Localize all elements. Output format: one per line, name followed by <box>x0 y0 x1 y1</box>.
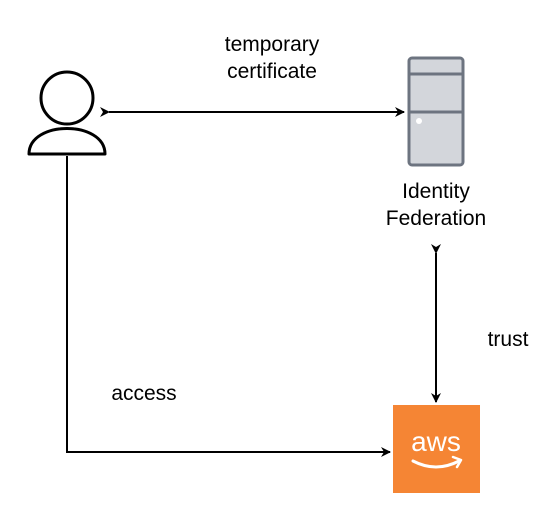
edge-label-access: access <box>111 382 177 405</box>
aws-logo-text: aws <box>411 426 461 457</box>
user-icon-head <box>39 70 95 126</box>
aws-logo-smile-arrow <box>451 455 463 469</box>
edge-label-line: temporary <box>224 33 320 56</box>
aws-logo-smile <box>411 459 461 469</box>
edge-access-arrow <box>66 156 391 457</box>
edge-label-line: certificate <box>227 60 317 83</box>
user-icon <box>27 70 107 156</box>
server-icon-led <box>416 118 422 124</box>
user-icon-body <box>27 127 107 156</box>
edge-label-trust: trust <box>487 328 529 351</box>
node-label-identity-federation: Identity Federation <box>356 178 516 232</box>
server-icon <box>407 56 465 167</box>
edge-label-temporary-certificate: temporary certificate <box>192 31 352 85</box>
aws-logo-tile <box>393 405 480 493</box>
aws-logo-icon: aws <box>393 405 480 493</box>
node-label-line: Identity <box>402 180 470 203</box>
node-label-line: Federation <box>385 207 487 230</box>
